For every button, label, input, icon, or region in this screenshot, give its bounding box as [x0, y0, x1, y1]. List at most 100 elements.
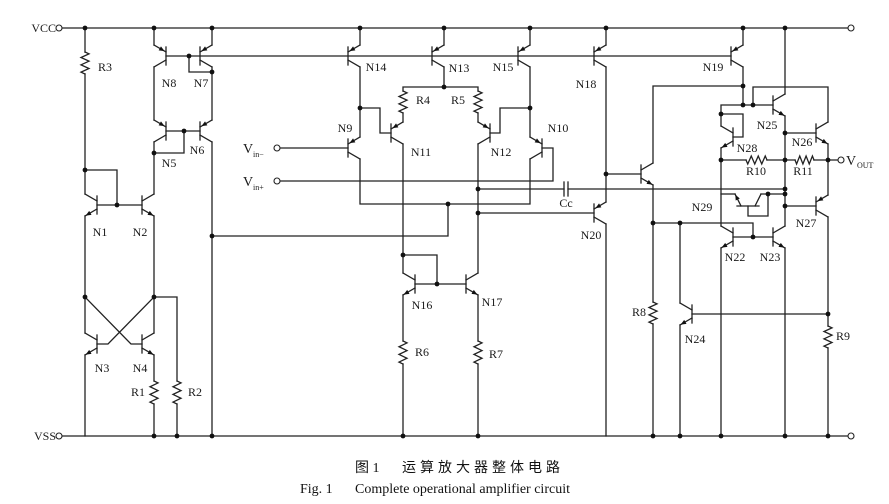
resistor-label: R6 — [415, 345, 429, 359]
collector-lead — [199, 59, 213, 68]
junction-dot — [82, 294, 88, 300]
collector-lead — [815, 121, 829, 130]
wire-n16-diode — [402, 254, 438, 285]
emitter-arrow-in-icon — [595, 46, 602, 52]
junction-dot — [114, 202, 120, 208]
resistor-r6 — [397, 340, 409, 365]
wires — [61, 27, 849, 437]
transistor-label: N2 — [133, 225, 148, 239]
transistor-label: N5 — [162, 156, 177, 170]
wire-n25-base — [720, 104, 774, 115]
junction-dot — [357, 25, 363, 31]
transistor-label: N9 — [338, 121, 353, 135]
wire-n28-diode — [720, 113, 744, 138]
vin-plus-label: V in+ — [243, 175, 264, 192]
junction-dot — [82, 167, 88, 173]
collector-lead — [141, 193, 155, 202]
resistor-r1 — [148, 380, 160, 405]
emitter-arrow-out-icon — [147, 210, 154, 216]
collector-lead — [720, 125, 734, 134]
resistor-r8 — [647, 301, 659, 325]
vin-plus-symbol: V — [243, 175, 253, 190]
emitter-arrow-out-icon — [778, 110, 785, 116]
wire-n4-base-cross — [84, 296, 143, 345]
junction-dot — [782, 25, 788, 31]
emitter-arrow-out-icon — [403, 289, 410, 295]
transistor-n11 — [390, 121, 404, 145]
collector-lead — [517, 59, 531, 68]
junction-dot — [209, 433, 215, 439]
resistor-zigzag-icon — [647, 301, 659, 325]
junction-dot — [181, 128, 187, 134]
resistor-r7 — [472, 340, 484, 365]
emitter-arrow-in-icon — [201, 46, 208, 52]
transistor-n5 — [153, 119, 167, 143]
junction-dot — [765, 191, 771, 197]
collector-lead — [640, 162, 654, 171]
transistor-n8 — [153, 44, 167, 68]
transistor-label: N1 — [93, 225, 108, 239]
transistor-n12 — [477, 121, 491, 145]
transistor-n15 — [517, 44, 531, 68]
resistor-r5 — [472, 90, 484, 114]
junction-dot — [475, 186, 481, 192]
junction-dot — [209, 25, 215, 31]
wire-n11-base — [359, 107, 392, 134]
transistor-n29 — [734, 193, 762, 207]
resistor-label: R11 — [793, 164, 813, 178]
junction-dot — [740, 83, 746, 89]
junction-dot — [445, 201, 451, 207]
transistor-label: N19 — [703, 60, 724, 74]
collector-lead — [754, 193, 762, 207]
emitter-arrow-in-icon — [349, 46, 356, 52]
collector-lead — [141, 332, 155, 341]
transistor-label: N24 — [685, 332, 706, 346]
collector-lead — [153, 59, 167, 68]
junction-dot — [603, 171, 609, 177]
resistor-zigzag-icon — [472, 90, 484, 114]
transistor-label: N18 — [576, 77, 597, 91]
resistor-label: R4 — [416, 93, 430, 107]
transistor-label: N14 — [366, 60, 387, 74]
resistor-label: R3 — [98, 60, 112, 74]
transistor-label: N11 — [411, 145, 431, 159]
junction-dot — [475, 210, 481, 216]
wire-n7-diode — [188, 55, 213, 73]
junction-dot — [151, 294, 157, 300]
caption-en-label: Fig. 1 — [300, 482, 333, 497]
junction-dot — [825, 433, 831, 439]
junction-dot — [782, 191, 788, 197]
transistor-n2 — [141, 193, 155, 217]
junction-dot — [400, 433, 406, 439]
junction-dot — [151, 25, 157, 31]
caption-cn-title: 运算放大器整体电路 — [402, 460, 564, 476]
junction-dot — [441, 25, 447, 31]
emitter-arrow-out-icon — [721, 142, 728, 148]
resistor-zigzag-icon — [148, 380, 160, 405]
transistor-label: N25 — [757, 118, 778, 132]
resistor-zigzag-icon — [397, 90, 409, 114]
transistor-label: N27 — [796, 216, 817, 230]
vcc-terminal-right — [847, 24, 855, 32]
vcc-terminal-left — [55, 24, 63, 32]
wire-n5-diode — [153, 130, 185, 154]
transistor-n27 — [815, 194, 829, 218]
transistor-label: N12 — [491, 145, 512, 159]
vin-minus-terminal — [273, 144, 281, 152]
collector-lead — [390, 136, 404, 145]
emitter-arrow-in-icon — [433, 46, 440, 52]
emitter-arrow-out-icon — [735, 194, 740, 201]
junction-dot — [782, 433, 788, 439]
junction-dot — [209, 69, 215, 75]
collector-lead — [679, 302, 693, 311]
terminals — [55, 24, 855, 440]
collector-lead — [593, 216, 607, 225]
transistor-n28 — [720, 125, 734, 149]
emitter-arrow-in-icon — [595, 203, 602, 209]
resistor-label: R9 — [836, 329, 850, 343]
resistor-r9 — [822, 325, 834, 349]
junction-dots — [82, 25, 831, 439]
caption-english: Fig. 1 Complete operational amplifier ci… — [300, 482, 570, 497]
